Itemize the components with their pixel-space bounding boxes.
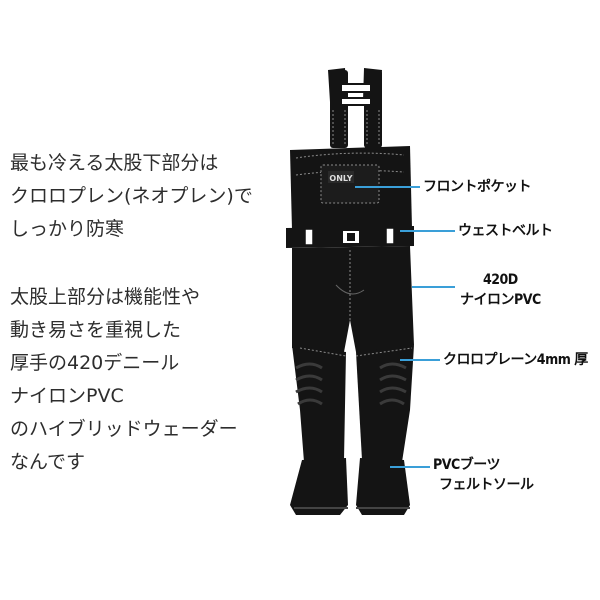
front-pocket-graphic: ONLY bbox=[320, 164, 380, 204]
leader-lines bbox=[355, 186, 455, 468]
label-nylon-pvc-line-2: ナイロンPVC bbox=[460, 292, 541, 308]
label-waist-belt: ウェストベルト bbox=[458, 223, 553, 239]
description-line: なんです bbox=[10, 451, 86, 473]
label-nylon-pvc: 420D ナイロンPVC bbox=[460, 270, 541, 310]
waist-belt-graphic bbox=[286, 226, 414, 248]
description-paragraph-2: 太股上部分は機能性や 動き易さを重視した 厚手の420デニール ナイロンPVC … bbox=[10, 281, 238, 479]
wader-boots bbox=[290, 458, 410, 515]
label-nylon-pvc-line-1: 420D bbox=[482, 272, 518, 288]
description-line: しっかり防寒 bbox=[10, 218, 125, 240]
description-line: 動き易さを重視した bbox=[10, 319, 182, 341]
label-boots-line-1: PVCブーツ bbox=[433, 457, 500, 473]
wader-thigh-section bbox=[292, 246, 414, 352]
description-line: クロロプレン(ネオプレン)で bbox=[10, 185, 253, 207]
wader-lower-legs bbox=[292, 345, 414, 462]
pocket-logo: ONLY bbox=[329, 174, 352, 183]
description-line: 厚手の420デニール bbox=[10, 352, 180, 374]
label-chloroprene: クロロプレーン4mm 厚 bbox=[443, 352, 588, 368]
description-line: のハイブリッドウェーダー bbox=[10, 418, 238, 440]
suspender-straps bbox=[328, 68, 382, 148]
description-paragraph-1: 最も冷える太股下部分は クロロプレン(ネオプレン)で しっかり防寒 bbox=[10, 147, 253, 246]
label-boots-line-2: フェルトソール bbox=[439, 477, 534, 493]
label-boots: PVCブーツ フェルトソール bbox=[433, 455, 534, 495]
label-front-pocket: フロントポケット bbox=[423, 179, 532, 195]
description-line: ナイロンPVC bbox=[10, 385, 124, 407]
description-line: 最も冷える太股下部分は bbox=[10, 152, 219, 174]
description-line: 太股上部分は機能性や bbox=[10, 286, 201, 308]
